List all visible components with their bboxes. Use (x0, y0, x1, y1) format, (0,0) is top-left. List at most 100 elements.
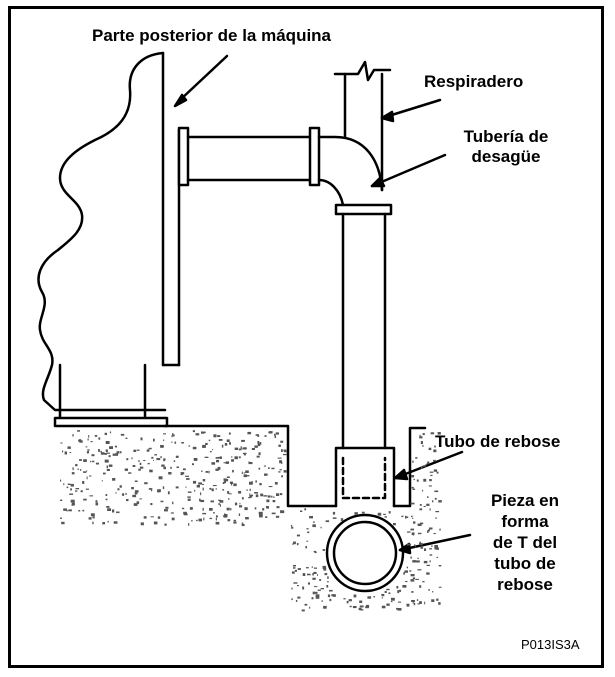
gravel-speck (254, 445, 258, 448)
gravel-speck (143, 516, 147, 519)
gravel-speck (132, 494, 137, 498)
gravel-speck (275, 515, 280, 518)
gravel-speck (419, 504, 422, 506)
gravel-speck (168, 472, 172, 475)
gravel-speck (401, 515, 404, 518)
gravel-speck (263, 495, 268, 497)
gravel-speck (242, 452, 247, 454)
label-drain-pipe-line2: desagüe (471, 147, 541, 166)
gravel-speck (231, 483, 233, 486)
gravel-speck (297, 585, 299, 587)
gravel-speck (434, 547, 438, 550)
gravel-speck (104, 459, 109, 463)
gravel-speck (173, 460, 176, 463)
gravel-speck (226, 439, 230, 442)
gravel-speck (410, 556, 412, 559)
gravel-speck (406, 566, 408, 569)
gravel-speck (104, 453, 107, 455)
gravel-speck (87, 438, 89, 441)
gravel-speck (153, 459, 154, 461)
gravel-speck (406, 543, 410, 546)
gravel-speck (329, 598, 332, 602)
gravel-speck (292, 543, 294, 545)
gravel-speck (426, 503, 430, 506)
gravel-speck (297, 596, 301, 599)
gravel-speck (106, 468, 110, 471)
gravel-speck (332, 511, 336, 515)
gravel-speck (427, 496, 429, 498)
gravel-speck (225, 478, 229, 482)
gravel-speck (302, 573, 306, 576)
tee-outer (325, 513, 405, 593)
gravel-speck (107, 520, 109, 523)
gravel-speck (420, 522, 424, 525)
gravel-speck (140, 522, 144, 526)
gravel-speck (353, 594, 357, 598)
gravel-speck (284, 450, 287, 453)
gravel-speck (188, 445, 191, 447)
gravel-speck (163, 439, 165, 441)
gravel-speck (192, 430, 195, 433)
gravel-speck (260, 493, 264, 497)
gravel-speck (98, 437, 101, 440)
gravel-speck (202, 444, 206, 448)
gravel-speck (275, 432, 279, 435)
gravel-speck (424, 548, 427, 551)
gravel-speck (241, 523, 245, 527)
gravel-speck (327, 576, 329, 579)
gravel-speck (247, 431, 252, 435)
gravel-speck (108, 464, 113, 467)
gravel-speck (306, 528, 309, 530)
machine-base-plate (53, 416, 169, 428)
gravel-speck (422, 445, 424, 447)
label-tee-line3: de T del (492, 533, 558, 552)
gravel-speck (211, 488, 214, 492)
gravel-speck (160, 500, 164, 503)
gravel-speck (196, 484, 200, 488)
gravel-speck (413, 521, 416, 524)
gravel-speck (415, 578, 419, 580)
gravel-speck (215, 517, 217, 521)
gravel-speck (381, 597, 383, 599)
gravel-speck (291, 526, 294, 529)
gravel-speck (70, 499, 75, 503)
gravel-speck (422, 489, 424, 492)
gravel-speck (257, 441, 260, 444)
gravel-speck (175, 486, 179, 489)
gravel-speck (352, 606, 357, 609)
gravel-speck (281, 449, 283, 452)
gravel-speck (136, 449, 140, 451)
gravel-speck (201, 483, 205, 485)
gravel-speck (304, 508, 307, 511)
gravel-speck (258, 467, 261, 470)
gravel-speck (232, 469, 234, 473)
gravel-speck (175, 455, 179, 458)
gravel-speck (412, 517, 414, 519)
gravel-speck (312, 577, 316, 580)
gravel-speck (116, 451, 120, 454)
gravel-speck (95, 500, 98, 503)
gravel-speck (263, 465, 266, 467)
gravel-speck (218, 499, 221, 501)
gravel-speck (321, 600, 323, 602)
gravel-speck (331, 594, 335, 597)
gravel-speck (434, 490, 439, 493)
gravel-speck (148, 447, 152, 450)
gravel-speck (411, 515, 413, 518)
gravel-speck (265, 516, 268, 518)
gravel-speck (359, 600, 363, 603)
gravel-speck (131, 457, 133, 460)
gravel-speck (439, 528, 441, 531)
gravel-speck (411, 600, 415, 602)
gravel-speck (208, 470, 210, 474)
gravel-speck (384, 516, 387, 518)
gravel-speck (190, 520, 193, 522)
gravel-speck (128, 472, 132, 474)
gravel-speck (251, 448, 255, 450)
gravel-speck (248, 462, 253, 465)
gravel-speck (322, 549, 326, 551)
gravel-speck (257, 443, 261, 447)
gravel-speck (360, 609, 364, 611)
gravel-speck (224, 514, 228, 517)
gravel-speck (397, 608, 402, 611)
